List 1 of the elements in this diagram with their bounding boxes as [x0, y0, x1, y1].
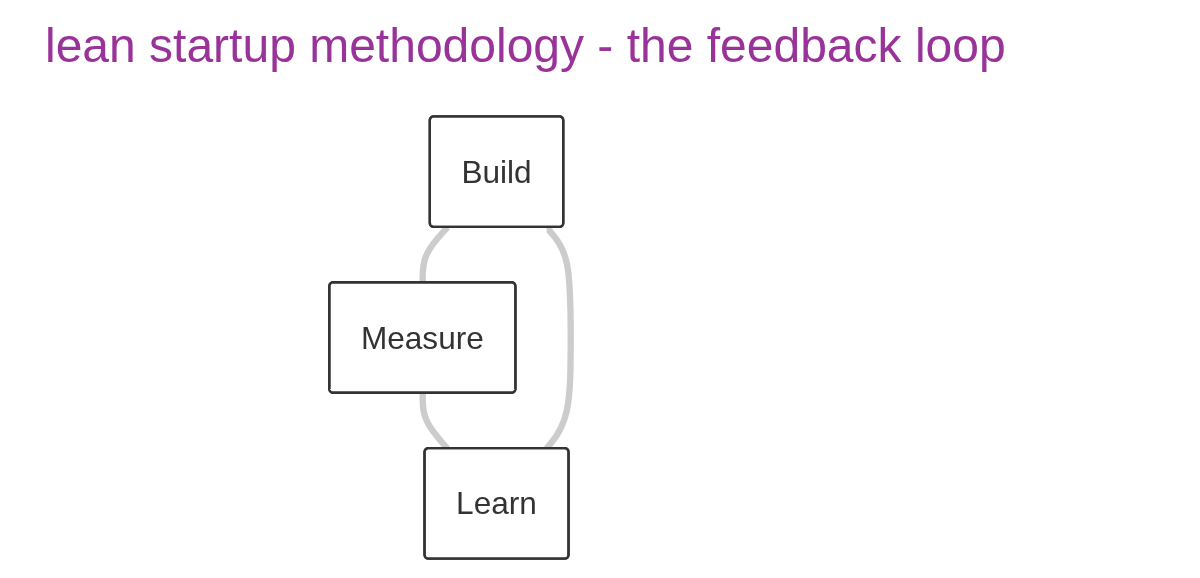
diagram-title: lean startup methodology - the feedback loop [45, 18, 1006, 73]
